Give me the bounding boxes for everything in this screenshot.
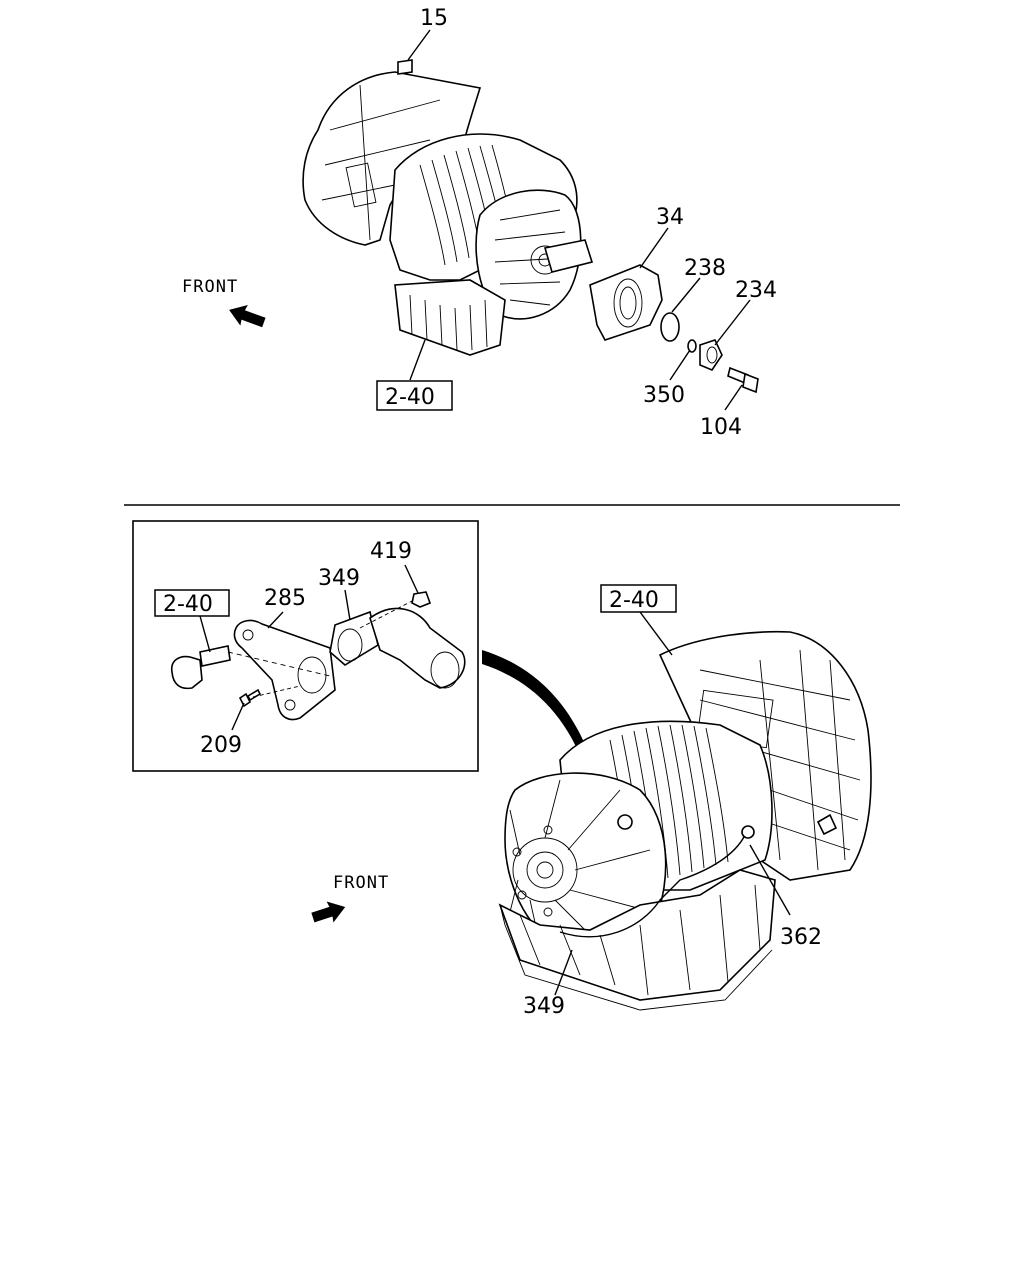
callout-234[interactable]: 234	[735, 278, 777, 303]
ref-box-bottom[interactable]: 2-40	[600, 584, 677, 613]
callout-34[interactable]: 34	[656, 205, 684, 230]
svg-text:2-40: 2-40	[385, 385, 435, 410]
bottom-leader-lines	[554, 611, 791, 996]
inset-parts	[170, 591, 466, 721]
front-label-bottom: FRONT	[333, 873, 389, 893]
callout-349-bottom[interactable]: 349	[523, 994, 565, 1019]
callout-285[interactable]: 285	[264, 586, 306, 611]
front-arrow-icon	[229, 304, 266, 328]
bottom-transmission-assembly	[498, 630, 872, 1011]
callout-350[interactable]: 350	[643, 383, 685, 408]
front-label-top: FRONT	[182, 277, 238, 297]
callout-419[interactable]: 419	[370, 539, 412, 564]
callout-238[interactable]: 238	[684, 256, 726, 281]
inset-leader-lines	[199, 564, 419, 731]
svg-text:2-40: 2-40	[163, 592, 213, 617]
svg-text:2-40: 2-40	[609, 588, 659, 613]
callout-362[interactable]: 362	[780, 925, 822, 950]
front-arrow-icon	[311, 901, 346, 923]
callout-15[interactable]: 15	[420, 6, 448, 31]
callout-209[interactable]: 209	[200, 733, 242, 758]
top-leader-lines	[407, 29, 751, 411]
callout-104[interactable]: 104	[700, 415, 742, 440]
ref-box-inset[interactable]: 2-40	[154, 589, 230, 617]
callout-349-inset[interactable]: 349	[318, 566, 360, 591]
ref-box-top[interactable]: 2-40	[376, 380, 453, 411]
top-transmission-assembly	[302, 59, 759, 394]
